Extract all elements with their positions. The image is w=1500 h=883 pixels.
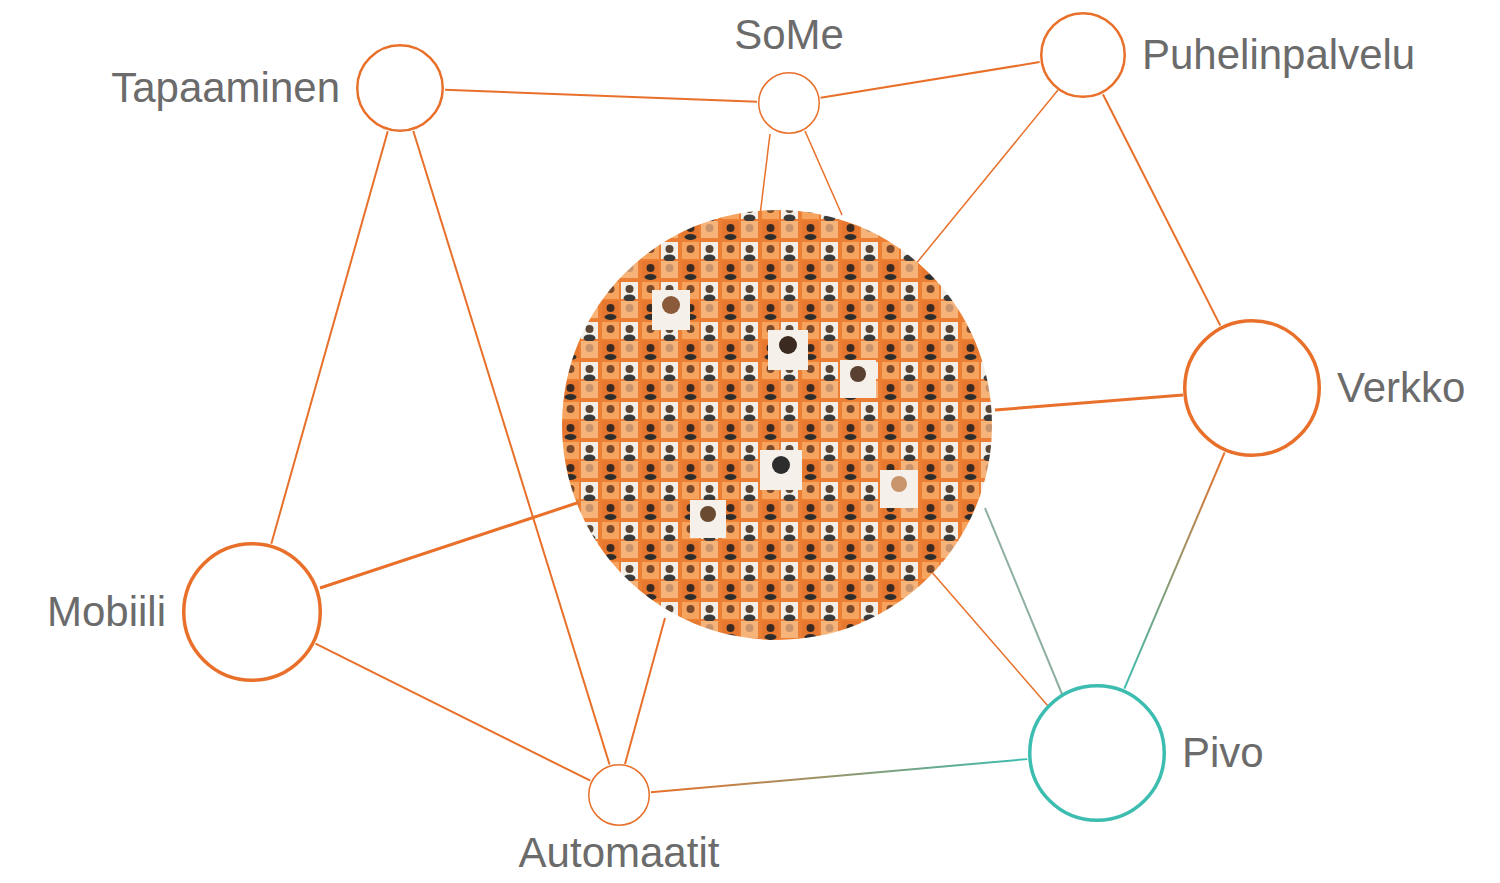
spoke-line (915, 90, 1058, 265)
spoke-line (995, 395, 1183, 410)
circle-outline (588, 764, 650, 826)
channel-label: Automaatit (519, 830, 720, 876)
circle-outline (1183, 319, 1321, 457)
photo-mosaic (555, 205, 1000, 645)
circle-outline (182, 542, 322, 682)
channel-label: Mobiili (47, 589, 166, 635)
label-group: Tapaaminen (111, 65, 340, 111)
circle-outline (356, 44, 444, 132)
channel-link (1103, 94, 1220, 325)
connector-group (271, 62, 1224, 792)
spoke-line (625, 618, 665, 764)
channel-circle: Automaatit (588, 764, 650, 826)
channel-link (271, 131, 387, 543)
channel-link (821, 62, 1040, 98)
channel-link (651, 759, 1027, 792)
channel-label: Tapaaminen (111, 65, 340, 111)
channel-circle: Verkko (1183, 319, 1321, 457)
channel-link (445, 90, 757, 102)
channel-circle: Tapaaminen (356, 44, 444, 132)
collage-spokes (320, 90, 1183, 764)
channel-link (1124, 452, 1224, 688)
channel-label: Verkko (1337, 365, 1465, 411)
label-group: Automaatit (519, 830, 720, 876)
label-group: Puhelinpalvelu (1142, 32, 1415, 78)
circle-outline (1040, 12, 1126, 98)
circle-outline (758, 72, 820, 134)
channel-link (316, 644, 591, 781)
circle-outline (1028, 684, 1166, 822)
channel-label: SoMe (734, 12, 844, 58)
label-group: Mobiili (47, 589, 166, 635)
channel-link (413, 131, 609, 764)
channel-circle: Puhelinpalvelu (1040, 12, 1126, 98)
channel-circle: Mobiili (182, 542, 322, 682)
spoke-line (805, 131, 842, 215)
label-group: SoMe (734, 12, 844, 58)
channel-label: Puhelinpalvelu (1142, 32, 1415, 78)
spoke-line (760, 134, 770, 215)
spoke-line (985, 508, 1062, 694)
spoke-line (930, 570, 1048, 706)
channel-circle: SoMe (758, 72, 820, 134)
channel-label: Pivo (1182, 730, 1264, 776)
label-group: Verkko (1337, 365, 1465, 411)
label-group: Pivo (1182, 730, 1264, 776)
channel-circle: Pivo (1028, 684, 1166, 822)
